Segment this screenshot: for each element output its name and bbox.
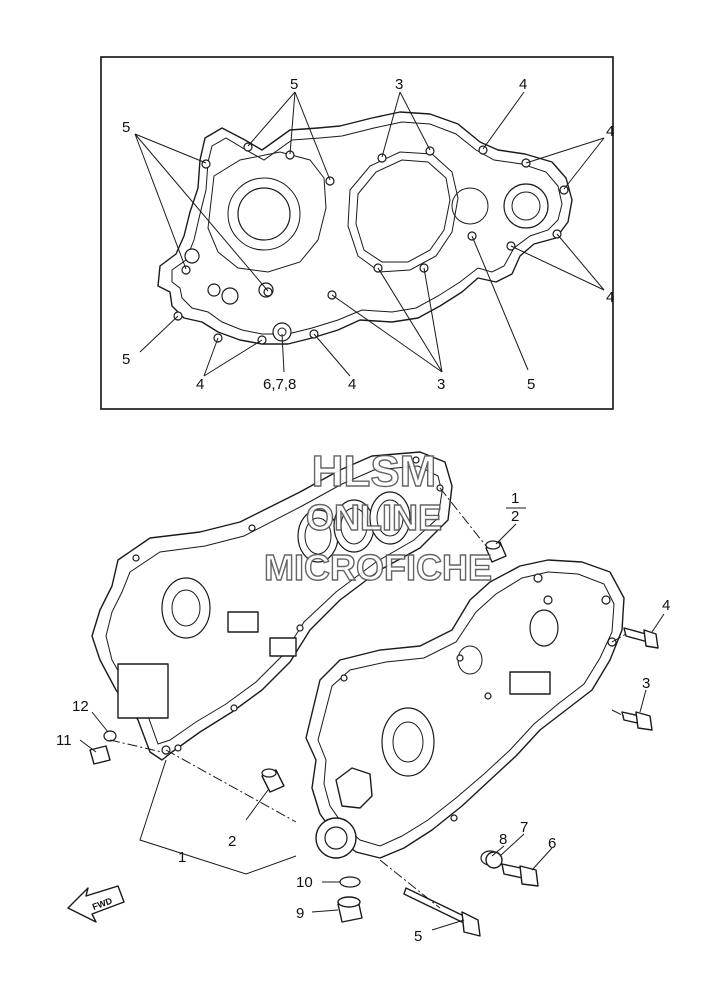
main-leader-lines <box>79 507 665 931</box>
inset-callout-left-5-lower: 5 <box>122 351 130 368</box>
inset-callout-bottom-5: 5 <box>527 376 535 393</box>
inset-callout-right-4-lower: 4 <box>606 289 614 306</box>
main-callout-2-top: 2 <box>511 508 519 525</box>
inset-crankcase-outline <box>157 111 573 345</box>
inset-callout-bottom-678: 6,7,8 <box>263 376 296 393</box>
main-callout-4: 4 <box>662 597 670 614</box>
main-callout-9: 9 <box>296 905 304 922</box>
inset-callout-top-3: 3 <box>395 76 403 93</box>
forward-direction-arrow: FWD <box>67 885 125 923</box>
main-callout-12: 12 <box>72 698 89 715</box>
left-crankcase-half <box>91 451 453 761</box>
main-callout-6: 6 <box>548 835 556 852</box>
watermark-line-3: MICROFICHE <box>264 547 492 588</box>
washer-7 <box>485 851 503 869</box>
inset-callout-right-4-upper: 4 <box>606 123 614 140</box>
main-callout-10: 10 <box>296 874 313 891</box>
inset-leader-lines <box>134 91 605 377</box>
main-callout-1-top: 1 <box>511 490 519 507</box>
inset-callout-top-4: 4 <box>519 76 527 93</box>
inset-callout-labels: 5 3 4 5 4 4 5 4 6,7,8 4 3 5 <box>122 76 614 393</box>
main-callout-11: 11 <box>56 732 72 749</box>
main-callout-2-bottom: 2 <box>228 833 236 850</box>
main-callout-7: 7 <box>520 819 528 836</box>
inset-callout-bottom-4-mid: 4 <box>348 376 356 393</box>
washer-12 <box>103 730 117 742</box>
long-bolt-5 <box>403 887 469 925</box>
main-callout-1-bottom: 1 <box>178 849 186 866</box>
main-callout-5: 5 <box>414 928 422 945</box>
inset-callout-top-5: 5 <box>290 76 298 93</box>
main-callout-8: 8 <box>499 831 507 848</box>
watermark-line-1: HLSM <box>312 447 437 496</box>
fasteners <box>89 540 659 937</box>
o-ring-10 <box>339 876 361 888</box>
main-callout-labels: 1 2 4 3 12 11 8 7 6 2 1 10 9 5 <box>56 490 670 945</box>
hlsm-watermark: HLSM ONLINE MICROFICHE <box>263 446 492 588</box>
main-callout-3: 3 <box>642 675 650 692</box>
alignment-lines <box>109 487 627 909</box>
inset-callout-bottom-3: 3 <box>437 376 445 393</box>
inset-callout-left-5: 5 <box>122 119 130 136</box>
screw-11 <box>89 745 111 765</box>
right-crankcase-half <box>305 559 625 859</box>
inset-callout-bottom-4-left: 4 <box>196 376 204 393</box>
watermark-line-2: ONLINE <box>306 497 442 538</box>
